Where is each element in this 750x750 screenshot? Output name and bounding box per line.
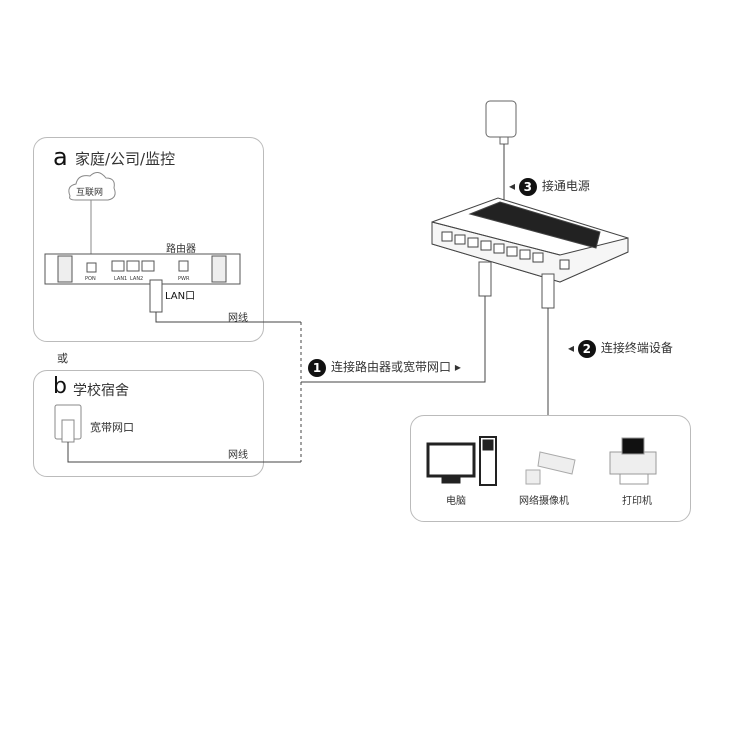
cable-label-b: 网线: [228, 450, 248, 461]
router-label: 路由器: [166, 244, 196, 255]
network-switch-icon: [431, 197, 629, 283]
scenario-b-title: 学校宿舍: [73, 383, 129, 399]
cable-label-a: 网线: [228, 313, 248, 324]
router-icon: [44, 253, 241, 285]
ip-camera-icon: [525, 451, 576, 485]
port-lan1: LAN1: [114, 276, 128, 282]
scenario-a-letter: a: [53, 143, 68, 171]
wall-jack-icon: [54, 404, 82, 443]
step-3-label: 接通电源: [541, 179, 590, 193]
port-lan2: LAN2: [130, 276, 144, 282]
scenario-a-title: 家庭/公司/监控: [75, 150, 176, 168]
devices-panel: [410, 415, 691, 522]
device-printer-label: 打印机: [622, 496, 652, 507]
broadband-port-label: 宽带网口: [90, 421, 134, 434]
lan-port-label: LAN口: [165, 291, 196, 302]
computer-icon: [426, 436, 497, 486]
step-2-badge: 2: [577, 339, 596, 358]
or-label: 或: [57, 352, 68, 365]
scenario-a-panel: [33, 137, 264, 342]
cloud-label: 互联网: [76, 188, 104, 198]
device-computer-label: 电脑: [446, 496, 466, 507]
internet-cloud-icon: [68, 172, 116, 201]
ethernet-plug-icon: [149, 279, 163, 313]
printer-icon: [609, 437, 657, 485]
device-camera-label: 网络摄像机: [519, 496, 569, 507]
step-1-label: 连接路由器或宽带网口: [331, 360, 452, 374]
port-pwr: PWR: [178, 276, 190, 282]
port-pon: PON: [85, 276, 96, 282]
power-adapter-icon: [485, 100, 517, 145]
step-2-label: 连接终端设备: [600, 341, 673, 355]
scenario-b-letter: b: [53, 374, 67, 399]
step-1-badge: 1: [308, 358, 326, 377]
step-3-badge: 3: [518, 177, 537, 196]
scenario-b-panel: [33, 370, 264, 477]
